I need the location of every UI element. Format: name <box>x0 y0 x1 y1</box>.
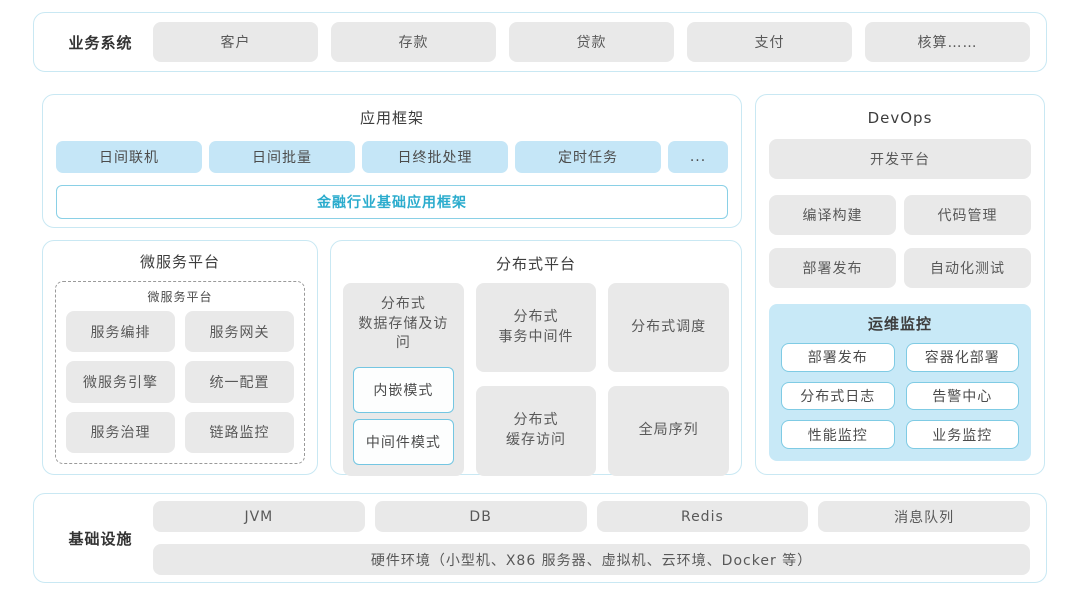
micro-chip-service-governance: 服务治理 <box>66 411 175 453</box>
app-framework-title: 应用框架 <box>359 109 424 127</box>
app-framework-chips: 日间联机 日间批量 日终批处理 定时任务 ... <box>56 141 728 173</box>
micro-chip-trace-monitoring: 链路监控 <box>185 411 294 453</box>
micro-chip-service-gateway: 服务网关 <box>185 311 294 353</box>
devops-title: DevOps <box>867 109 933 127</box>
microservice-chips: 服务编排 服务网关 微服务引擎 统一配置 服务治理 链路监控 <box>66 311 294 453</box>
infrastructure-section: 基础设施 JVM DB Redis 消息队列 硬件环境（小型机、X86 服务器、… <box>33 493 1047 583</box>
micro-chip-service-orchestration: 服务编排 <box>66 311 175 353</box>
distributed-transaction-line1: 分布式 <box>513 309 559 326</box>
infra-chip-jvm: JVM <box>153 501 365 532</box>
appfw-chip-daytime-batch: 日间批量 <box>209 141 355 173</box>
distributed-scheduling-line1: 分布式调度 <box>631 318 707 335</box>
distributed-cache-card: 分布式 缓存访问 <box>475 386 597 476</box>
microservice-inner-box: 微服务平台 服务编排 服务网关 微服务引擎 统一配置 服务治理 链路监控 <box>55 281 305 464</box>
global-sequence-card: 全局序列 <box>608 386 729 476</box>
business-systems-chips: 客户 存款 贷款 支付 核算…… <box>153 22 1030 62</box>
appfw-chip-daytime-online: 日间联机 <box>56 141 202 173</box>
distributed-cache-line2: 缓存访问 <box>505 432 566 449</box>
devops-chip-code-management: 代码管理 <box>904 195 1031 235</box>
infrastructure-content: JVM DB Redis 消息队列 硬件环境（小型机、X86 服务器、虚拟机、云… <box>153 501 1030 575</box>
ops-monitoring-chips: 部署发布 容器化部署 分布式日志 告警中心 性能监控 业务监控 <box>781 343 1019 449</box>
business-chip-deposit: 存款 <box>331 22 496 62</box>
distributed-storage-card: 分布式 数据存储及访问 内嵌模式 中间件模式 <box>343 283 464 476</box>
distributed-platform-title: 分布式平台 <box>495 255 576 273</box>
business-chip-accounting: 核算…… <box>865 22 1030 62</box>
microservice-inner-title: 微服务平台 <box>147 290 213 304</box>
business-systems-section: 业务系统 客户 存款 贷款 支付 核算…… <box>33 12 1047 72</box>
embedded-mode-card: 内嵌模式 <box>353 366 454 413</box>
appfw-chip-eod-batch: 日终批处理 <box>362 141 508 173</box>
business-chip-loan: 贷款 <box>509 22 674 62</box>
business-chip-payment: 支付 <box>687 22 852 62</box>
monitor-chip-business-monitoring: 业务监控 <box>905 420 1019 449</box>
microservice-platform-section: 微服务平台 微服务平台 服务编排 服务网关 微服务引擎 统一配置 服务治理 链路… <box>42 240 318 475</box>
infrastructure-chips: JVM DB Redis 消息队列 <box>153 501 1030 532</box>
monitor-chip-distributed-logs: 分布式日志 <box>781 381 895 411</box>
app-framework-section: 应用框架 日间联机 日间批量 日终批处理 定时任务 ... 金融行业基础应用框架 <box>42 94 742 228</box>
distributed-transaction-card: 分布式 事务中间件 <box>475 283 597 373</box>
devops-chip-automated-testing: 自动化测试 <box>904 248 1031 288</box>
appfw-chip-more: ... <box>668 141 728 173</box>
business-chip-customer: 客户 <box>153 22 318 62</box>
micro-chip-microservice-engine: 微服务引擎 <box>66 361 175 403</box>
infra-chip-message-queue: 消息队列 <box>818 501 1030 532</box>
monitor-chip-deploy-release: 部署发布 <box>781 343 895 372</box>
distributed-scheduling-card: 分布式调度 <box>608 283 729 373</box>
devops-chip-build: 编译构建 <box>769 195 896 235</box>
appfw-chip-scheduled-task: 定时任务 <box>515 141 661 173</box>
middleware-mode-card: 中间件模式 <box>353 418 454 465</box>
distributed-cache-line1: 分布式 <box>513 412 559 429</box>
hardware-environment-bar: 硬件环境（小型机、X86 服务器、虚拟机、云环境、Docker 等） <box>153 544 1030 575</box>
devops-chip-deploy-release: 部署发布 <box>769 248 896 288</box>
ops-monitoring-box: 运维监控 部署发布 容器化部署 分布式日志 告警中心 性能监控 业务监控 <box>769 304 1031 461</box>
global-sequence-line1: 全局序列 <box>638 422 699 439</box>
monitor-chip-alert-center: 告警中心 <box>905 381 1019 411</box>
monitor-chip-container-deploy: 容器化部署 <box>905 343 1019 372</box>
distributed-storage-label-line1: 分布式 <box>380 296 426 312</box>
distributed-storage-label-line2: 数据存储及访问 <box>358 315 449 352</box>
devops-section: DevOps 开发平台 编译构建 代码管理 部署发布 自动化测试 运维监控 部署… <box>755 94 1045 475</box>
distributed-grid: 分布式 数据存储及访问 内嵌模式 中间件模式 分布式 事务中间件 分布式调度 分… <box>343 283 729 476</box>
infra-chip-db: DB <box>374 501 587 532</box>
infrastructure-label: 基础设施 <box>68 529 133 548</box>
devops-dev-platform-chip: 开发平台 <box>769 139 1031 179</box>
infra-chip-redis: Redis <box>596 501 809 532</box>
devops-chips: 编译构建 代码管理 部署发布 自动化测试 <box>769 195 1031 288</box>
monitor-chip-performance-monitoring: 性能监控 <box>781 420 895 449</box>
micro-chip-unified-config: 统一配置 <box>185 361 294 403</box>
ops-monitoring-title: 运维监控 <box>867 315 932 333</box>
business-systems-label: 业务系统 <box>68 33 133 52</box>
distributed-storage-label: 分布式 数据存储及访问 <box>351 295 456 354</box>
distributed-transaction-line2: 事务中间件 <box>498 328 574 345</box>
financial-base-framework-box: 金融行业基础应用框架 <box>56 185 728 219</box>
distributed-platform-section: 分布式平台 分布式 数据存储及访问 内嵌模式 中间件模式 分布式 事务中间件 分… <box>330 240 742 476</box>
microservice-platform-title: 微服务平台 <box>139 253 220 271</box>
